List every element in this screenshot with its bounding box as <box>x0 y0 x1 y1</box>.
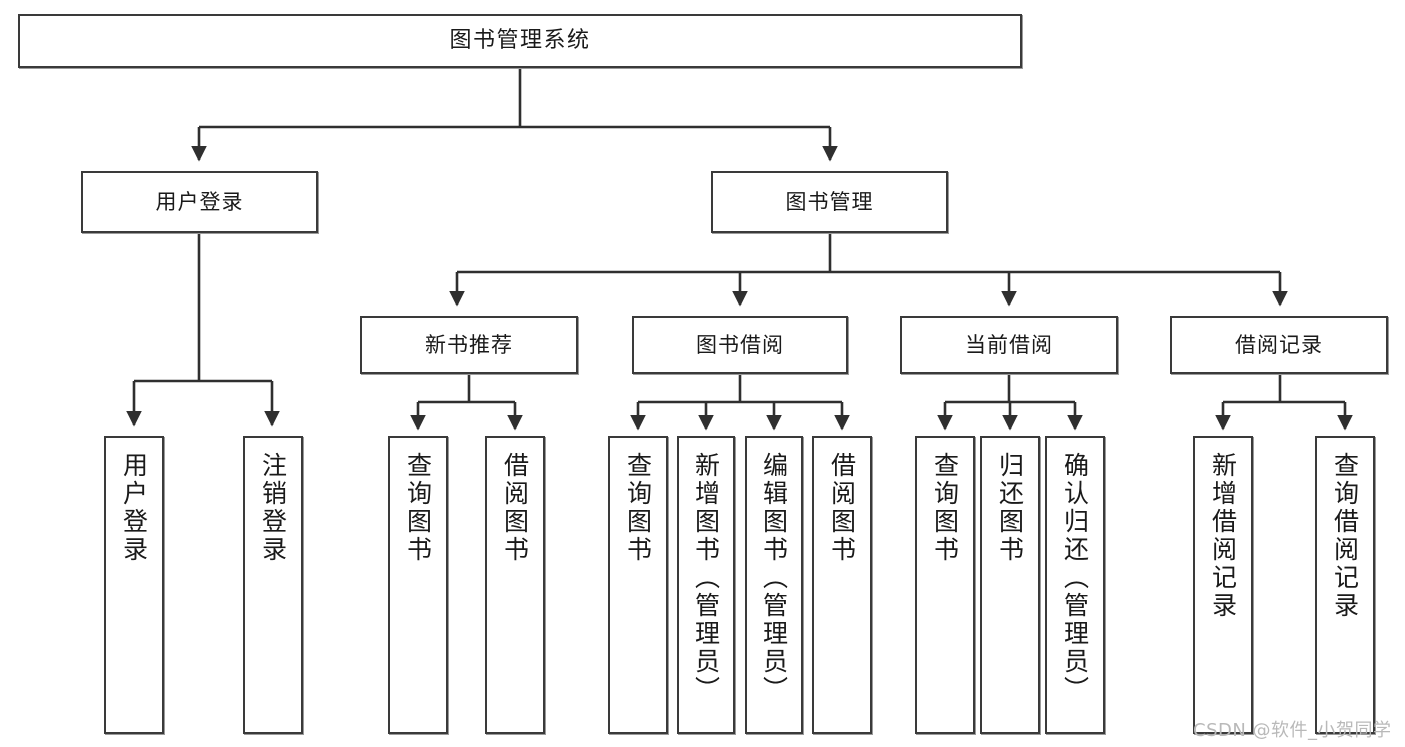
node-label: 图书借阅 <box>696 332 784 357</box>
leaf-user-login-login[interactable]: 用户登录 <box>104 436 164 734</box>
leaf-book-borrow-edit-book-admin[interactable]: 编辑图书（管理员） <box>745 436 803 734</box>
leaf-book-borrow-query-book[interactable]: 查询图书 <box>608 436 668 734</box>
leaf-borrow-record-add-record[interactable]: 新增借阅记录 <box>1193 436 1253 734</box>
node-label: 确认归还（管理员） <box>1060 452 1090 704</box>
csdn-watermark: CSDN @软件_小贺同学 <box>1193 720 1392 741</box>
node-label: 借阅记录 <box>1235 332 1323 357</box>
leaf-current-borrow-query-book[interactable]: 查询图书 <box>915 436 975 734</box>
node-label: 借阅图书 <box>500 452 530 564</box>
node-label: 查询借阅记录 <box>1330 452 1360 620</box>
leaf-new-book-borrow-book[interactable]: 借阅图书 <box>485 436 545 734</box>
leaf-user-login-logout[interactable]: 注销登录 <box>243 436 303 734</box>
node-label: 注销登录 <box>258 452 288 564</box>
node-new-book-recommend[interactable]: 新书推荐 <box>360 316 578 374</box>
leaf-book-borrow-add-book-admin[interactable]: 新增图书（管理员） <box>677 436 735 734</box>
node-label: 新书推荐 <box>425 332 513 357</box>
node-label: 借阅图书 <box>827 452 857 564</box>
node-label: 新增图书（管理员） <box>691 452 721 704</box>
node-borrow-record[interactable]: 借阅记录 <box>1170 316 1388 374</box>
node-label: 查询图书 <box>930 452 960 564</box>
node-label: 新增借阅记录 <box>1208 452 1238 620</box>
node-label: 归还图书 <box>995 452 1025 564</box>
leaf-borrow-record-query-record[interactable]: 查询借阅记录 <box>1315 436 1375 734</box>
node-label: 图书管理 <box>785 189 874 214</box>
node-label: 查询图书 <box>623 452 653 564</box>
leaf-current-borrow-return-book[interactable]: 归还图书 <box>980 436 1040 734</box>
node-book-borrow[interactable]: 图书借阅 <box>632 316 848 374</box>
node-book-management[interactable]: 图书管理 <box>711 171 948 233</box>
node-label: 用户登录 <box>155 189 244 214</box>
node-label: 用户登录 <box>119 452 149 564</box>
leaf-new-book-query-book[interactable]: 查询图书 <box>388 436 448 734</box>
node-label: 编辑图书（管理员） <box>759 452 789 704</box>
node-root-book-management-system[interactable]: 图书管理系统 <box>18 14 1022 68</box>
leaf-book-borrow-borrow-book[interactable]: 借阅图书 <box>812 436 872 734</box>
node-current-borrow[interactable]: 当前借阅 <box>900 316 1118 374</box>
node-label: 图书管理系统 <box>449 28 591 54</box>
node-label: 当前借阅 <box>965 332 1053 357</box>
node-label: 查询图书 <box>403 452 433 564</box>
node-user-login[interactable]: 用户登录 <box>81 171 318 233</box>
leaf-current-borrow-confirm-return-admin[interactable]: 确认归还（管理员） <box>1045 436 1105 734</box>
